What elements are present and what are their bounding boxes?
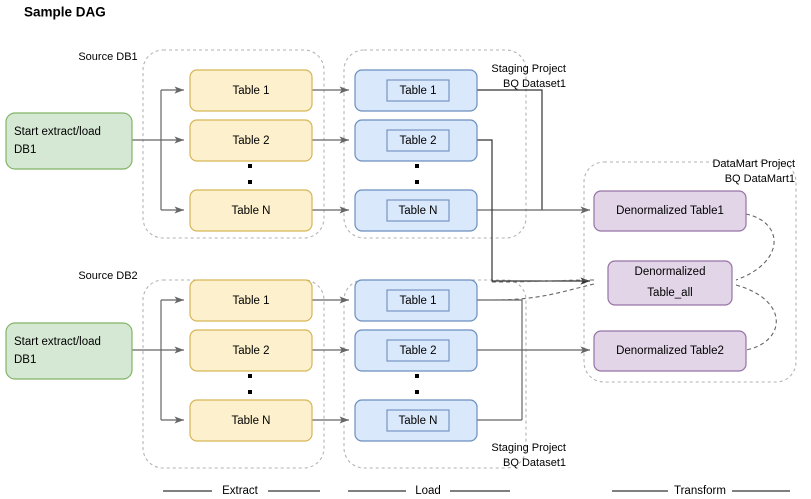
- ellipsis-dot-load-db1-b: [415, 180, 419, 184]
- page-title: Sample DAG: [24, 5, 106, 20]
- label-staging-bottom-line1: Staging Project: [491, 442, 566, 454]
- denormalized-table2-label: Denormalized Table2: [616, 345, 724, 357]
- edge-datamart-dashed-left-upper: [491, 279, 595, 283]
- ellipsis-dot-load-db1-a: [415, 164, 419, 168]
- label-datamart-line1: DataMart Project: [712, 158, 795, 170]
- ellipsis-dot-extract-db1-b: [248, 180, 252, 184]
- denormalized-table1-label: Denormalized Table1: [616, 205, 724, 217]
- ellipsis-dot-extract-db2-a: [248, 374, 252, 378]
- start2-line1: Start extract/load: [14, 336, 101, 348]
- node-start-extract-load-db1-bottom[interactable]: Start extract/load DB1: [5, 322, 133, 380]
- node-start-extract-load-db1-top[interactable]: Start extract/load DB1: [5, 112, 133, 170]
- ellipsis-dot-extract-db2-b: [248, 390, 252, 394]
- node-denormalized-table2[interactable]: Denormalized Table2: [593, 330, 747, 372]
- node-denormalized-table-all[interactable]: Denormalized Table_all: [607, 260, 733, 306]
- node-extract-db1-table1[interactable]: Table 1: [189, 69, 313, 112]
- label-source-db2: Source DB2: [78, 270, 137, 282]
- edge-load2-table1-to-denorm2: [477, 299, 523, 420]
- edge-denorm1-to-denorm-all: [735, 213, 775, 281]
- container-staging-db2: [343, 279, 527, 469]
- edge-load1-table2-to-denorm-all: [477, 139, 590, 285]
- denormalized-table-all-line1: Denormalized: [635, 266, 706, 278]
- node-load-db2-table2[interactable]: Table 2: [354, 329, 478, 372]
- edge-datamart-dashed-left-lower: [491, 283, 595, 301]
- label-datamart-line2: BQ DataMart1: [725, 173, 795, 185]
- extract-db1-table2-label: Table 2: [232, 135, 269, 147]
- node-extract-db1-table2[interactable]: Table 2: [189, 119, 313, 162]
- label-staging-bottom-line2: BQ Dataset1: [503, 457, 566, 469]
- node-extract-db2-table2[interactable]: Table 2: [189, 329, 313, 372]
- extract-db2-tablen-label: Table N: [232, 415, 271, 427]
- node-extract-db1-tablen[interactable]: Table N: [189, 189, 313, 232]
- edge-denorm-all-to-denorm2: [735, 284, 777, 351]
- node-extract-db2-tablen[interactable]: Table N: [189, 399, 313, 442]
- extract-db1-tablen-label: Table N: [232, 205, 271, 217]
- phase-label-extract: Extract: [222, 485, 259, 497]
- denormalized-table-all-line2: Table_all: [647, 287, 692, 299]
- start2-line2: DB1: [14, 354, 36, 366]
- node-denormalized-table1[interactable]: Denormalized Table1: [593, 190, 747, 232]
- extract-db2-table1-label: Table 1: [232, 295, 269, 307]
- node-load-db1-table1[interactable]: Table 1: [354, 69, 478, 112]
- container-source-db1: [142, 49, 325, 239]
- load-db1-table2-label: Table 2: [399, 135, 436, 147]
- node-extract-db2-table1[interactable]: Table 1: [189, 279, 313, 322]
- extract-db1-table1-label: Table 1: [232, 85, 269, 97]
- load-db2-table2-label: Table 2: [399, 345, 436, 357]
- edge-load1-table1-to-denorm1: [477, 89, 543, 210]
- ellipsis-dot-load-db2-b: [415, 390, 419, 394]
- load-db1-table1-label: Table 1: [399, 85, 436, 97]
- label-staging-top-line2: BQ Dataset1: [503, 78, 566, 90]
- ellipsis-dot-extract-db1-a: [248, 164, 252, 168]
- phase-label-load: Load: [415, 485, 441, 497]
- start1-line1: Start extract/load: [14, 126, 101, 138]
- node-load-db1-table2[interactable]: Table 2: [354, 119, 478, 162]
- label-source-db1: Source DB1: [78, 51, 137, 63]
- start1-line2: DB1: [14, 144, 36, 156]
- load-db1-tablen-label: Table N: [399, 205, 438, 217]
- container-staging-db1: [343, 49, 527, 239]
- container-datamart: [583, 161, 797, 383]
- ellipsis-dot-load-db2-a: [415, 374, 419, 378]
- label-staging-top-line1: Staging Project: [491, 63, 566, 75]
- node-load-db2-table1[interactable]: Table 1: [354, 279, 478, 322]
- load-db2-tablen-label: Table N: [399, 415, 438, 427]
- phase-label-transform: Transform: [674, 485, 726, 497]
- container-source-db2: [142, 279, 325, 469]
- extract-db2-table2-label: Table 2: [232, 345, 269, 357]
- node-load-db1-tablen[interactable]: Table N: [354, 189, 478, 232]
- load-db2-table1-label: Table 1: [399, 295, 436, 307]
- node-load-db2-tablen[interactable]: Table N: [354, 399, 478, 442]
